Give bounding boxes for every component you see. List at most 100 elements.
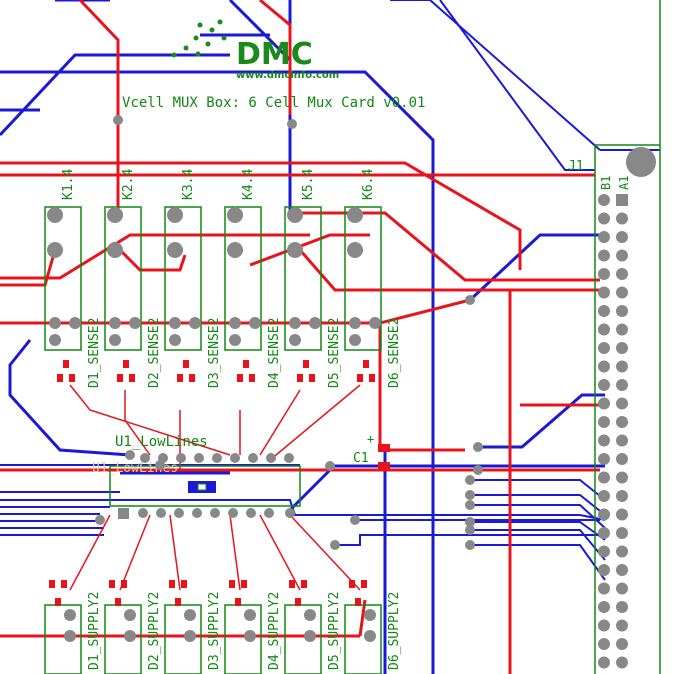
supply-diode-pad — [289, 580, 295, 588]
via — [95, 515, 105, 525]
supply-diode-pad — [49, 580, 55, 588]
capacitor-polarity: + — [367, 432, 374, 446]
connector-pin — [598, 582, 610, 595]
connector-pin — [598, 508, 610, 521]
ic-ghost-label: U1_LowLines — [92, 461, 178, 476]
silkscreen-outlines — [44, 0, 661, 674]
bottom-copper-traces — [0, 0, 660, 674]
via — [287, 119, 297, 129]
supply-diode-via — [364, 609, 376, 621]
supply-diode-via — [184, 630, 196, 642]
connector-pin — [598, 619, 610, 632]
relay-pad — [49, 334, 61, 346]
ic-pin-pad — [264, 508, 274, 518]
connector-pin — [616, 527, 628, 539]
sense-diode-label: D4_SENSE2 — [267, 318, 282, 388]
sense-diode-label: D3_SENSE2 — [207, 318, 222, 388]
relay-pad — [109, 334, 121, 346]
relay-pad — [349, 334, 361, 346]
relay-pad — [129, 317, 141, 329]
ic-pin-pad — [138, 508, 148, 518]
supply-diode-pad — [181, 580, 187, 588]
sense-diode-labels: D1_SENSE2 D2_SENSE2 D3_SENSE2 D4_SENSE2 … — [87, 318, 402, 388]
sense-diode-pad — [237, 374, 243, 382]
logo-name: DMC — [236, 37, 313, 72]
relay-pad — [349, 317, 361, 329]
supply-diode-label: D1_SUPPLY2 — [87, 592, 102, 670]
connector-pin — [598, 286, 610, 299]
connector-pin — [598, 638, 610, 650]
ic-pin-pad — [156, 508, 166, 518]
supply-diode-pad — [169, 580, 175, 588]
supply-diode-pad — [115, 598, 121, 606]
relay-pad — [109, 317, 121, 329]
connector-pin — [598, 564, 610, 576]
connector-pin — [616, 231, 628, 243]
via — [473, 465, 483, 475]
connector-pin — [616, 545, 628, 558]
connector-pin — [598, 249, 610, 262]
relay-label: K1.4 — [61, 169, 76, 200]
ic-pin-pad — [118, 508, 129, 519]
sense-diode-pad — [63, 360, 69, 368]
relay-pad — [107, 207, 123, 223]
connector-pin — [598, 545, 610, 558]
sense-diode-pad — [369, 374, 375, 382]
sense-diode-label: D2_SENSE2 — [147, 318, 162, 388]
relay-pad — [169, 317, 181, 329]
connector-pin — [598, 601, 610, 613]
connector-pin — [616, 397, 628, 410]
pads-and-vias — [47, 115, 483, 642]
supply-diode-via — [64, 630, 76, 642]
via — [465, 540, 475, 550]
relay-pad — [287, 242, 303, 258]
supply-diode-via — [304, 630, 316, 642]
relay-pad — [167, 242, 183, 258]
relay-pad — [287, 207, 303, 223]
connector-pin — [616, 286, 628, 299]
relay-pad — [47, 242, 63, 258]
relay-label: K4.4 — [241, 169, 256, 200]
relay-pad — [227, 207, 243, 223]
supply-diode-via — [304, 609, 316, 621]
sense-diode-pad — [69, 374, 75, 382]
via — [465, 295, 475, 305]
connector-pin — [598, 360, 610, 373]
connector-pin — [616, 360, 628, 373]
relay-labels: K1.4 K2.4 K3.4 K4.4 K5.4 K6.4 — [61, 169, 376, 200]
connector-pin — [616, 453, 628, 465]
ic-pin-pad — [266, 453, 276, 463]
ic-center-pad-inner — [197, 483, 207, 491]
connector-pin — [616, 249, 628, 262]
connector-pin — [598, 453, 610, 465]
connector-pin — [616, 212, 628, 225]
capacitor-pad — [378, 444, 390, 452]
connector-pin — [616, 601, 628, 613]
connector-pin — [598, 471, 610, 484]
connector-pin — [598, 231, 610, 243]
connector-pin — [616, 305, 628, 317]
via — [350, 515, 360, 525]
supply-diode-label: D2_SUPPLY2 — [147, 592, 162, 670]
supply-diode-pad — [355, 598, 361, 606]
relay-pad — [189, 317, 201, 329]
supply-diode-label: D6_SUPPLY2 — [387, 592, 402, 670]
via — [325, 461, 335, 471]
sense-diode-label: D6_SENSE2 — [387, 318, 402, 388]
supply-diode-pad — [55, 598, 61, 606]
sense-diode-pad — [249, 374, 255, 382]
via — [465, 525, 475, 535]
supply-diode-via — [244, 609, 256, 621]
supply-diode-label: D5_SUPPLY2 — [327, 592, 342, 670]
relay-pad — [47, 207, 63, 223]
ic-pin-pad — [248, 453, 258, 463]
connector-pin — [616, 379, 628, 391]
sense-diode-pad — [357, 374, 363, 382]
relay-pad — [69, 317, 81, 329]
connector-pin-a: A1 — [617, 176, 631, 190]
sense-diode-pad — [189, 374, 195, 382]
ic-pin-pad — [285, 508, 295, 518]
connector-pin — [598, 268, 610, 280]
capacitor-pad — [378, 462, 390, 470]
relay-label: K3.4 — [181, 169, 196, 200]
